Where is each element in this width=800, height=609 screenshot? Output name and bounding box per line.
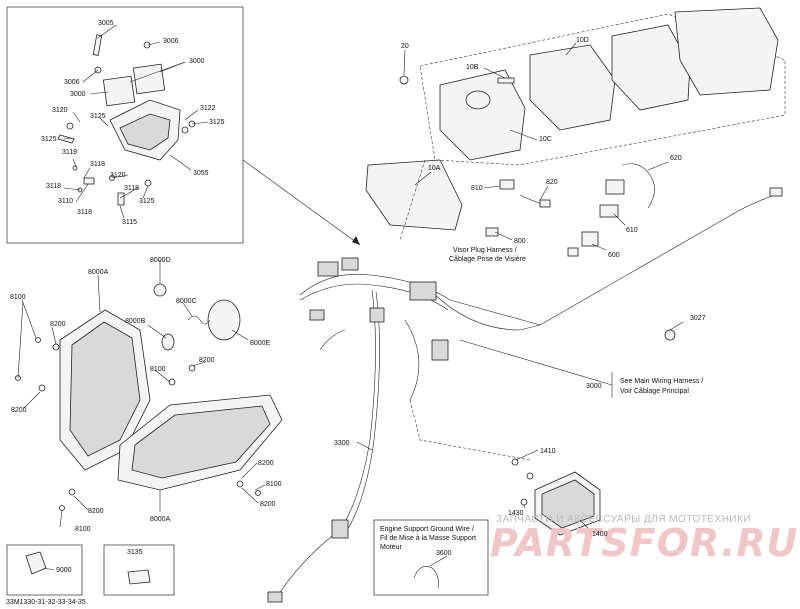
part-label: 3115 [122, 219, 137, 226]
part-label: 810 [471, 185, 483, 192]
relay-assembly-drawing [57, 34, 196, 206]
part-label: 8200 [11, 407, 27, 414]
part-label: 8000C [176, 298, 197, 305]
part-label: 10C [539, 136, 552, 143]
part-label: 3000 [586, 383, 602, 390]
part-3135-fuse [127, 569, 151, 585]
part-label: 8100 [266, 481, 282, 488]
headlamp-drawing [15, 283, 283, 511]
visor-plug-note-line2: Câblage Prise de Visière [449, 256, 526, 263]
part-label: 1430 [508, 510, 524, 517]
part-label: 610 [626, 227, 638, 234]
part-9000-leader [43, 567, 55, 571]
part-label: 3125 [41, 136, 57, 143]
ground-wire-note-line2: Fil de Mise à la Masse Support [380, 535, 476, 542]
ground-wire-note-line1: Engine Support Ground Wire / [380, 526, 474, 533]
part-3135-box [103, 544, 175, 596]
part-label: 10D [576, 37, 589, 44]
relay-leader-lines [63, 24, 209, 219]
cluster-drawing [365, 7, 779, 231]
part-label: 3118 [46, 183, 61, 190]
part-label: 3005 [98, 20, 114, 27]
part-label: 8000A [88, 269, 109, 276]
part-label: 3600 [436, 550, 452, 557]
part-label: 3300 [334, 440, 350, 447]
regulator-drawing [511, 458, 601, 536]
part-label: 8200 [258, 460, 274, 467]
watermark-logo: PARTSFOR.RU [490, 521, 798, 565]
part-label: 3118 [90, 161, 105, 168]
part-label: 600 [608, 252, 620, 259]
part-label: 8200 [199, 357, 215, 364]
part-label: 3006 [163, 38, 179, 45]
part-label: 8200 [88, 508, 104, 515]
visor-harness-drawing [485, 163, 655, 257]
part-label: 20 [401, 43, 409, 50]
main-harness-drawing [267, 257, 541, 603]
part-label: 3119 [62, 149, 77, 156]
headlamp-leader-lines [21, 260, 266, 528]
part-label: 3125 [90, 113, 106, 120]
part-label: 3118 [124, 185, 139, 192]
part-label: 3120 [52, 107, 68, 114]
part-label: 8200 [260, 501, 276, 508]
part-label: 3118 [77, 209, 92, 216]
part-label: 3122 [200, 105, 216, 112]
ground-wire-note-box [373, 519, 489, 596]
part-label: 800 [514, 238, 526, 245]
watermark-tagline: ЗАПЧАСТИ И АКСЕССУАРЫ ДЛЯ МОТОТЕХНИКИ [496, 514, 751, 525]
part-label: 3027 [690, 315, 706, 322]
visor-plug-note-line1: Visor Plug Harness / [453, 247, 517, 254]
part-label: 8000E [250, 340, 271, 347]
part-label: 3125 [209, 119, 225, 126]
part-label: 8000A [150, 516, 171, 523]
part-label: 8000B [125, 318, 146, 325]
part-label: 3055 [193, 170, 209, 177]
part-label: 620 [670, 155, 682, 162]
part-label: 8100 [75, 526, 91, 533]
ground-cable [539, 194, 776, 326]
diagram-code: 33M1330-31-32-33-34-35 [6, 599, 86, 606]
part-label: 1400 [592, 531, 608, 538]
part-label: 3006 [64, 79, 80, 86]
part-3027-oring [664, 329, 676, 341]
part-label: 10A [428, 165, 441, 172]
cluster-leader-lines [399, 42, 577, 241]
part-labels: 3005 3006 3000 3006 3000 3120 3125 3122 … [10, 20, 706, 574]
part-label: 10B [466, 64, 479, 71]
relay-inset-box [6, 6, 244, 244]
part-label: 3000 [189, 58, 205, 65]
part-label: 8000D [150, 257, 171, 264]
part-3600-wire [413, 566, 439, 589]
main-wiring-note-line1: See Main Wiring Harness / [620, 378, 703, 385]
part-3600-leader [429, 555, 448, 567]
part-label: 3125 [139, 198, 155, 205]
visor-leader-lines [483, 161, 669, 251]
part-label: 9000 [56, 567, 72, 574]
inset-pointer-arrow [242, 159, 361, 246]
part-label: 3135 [127, 549, 143, 556]
part-label: 3110 [58, 198, 73, 205]
main-wiring-note-line2: Voir Câblage Principal [620, 388, 689, 395]
part-9000-box [6, 544, 83, 596]
part-label: 3000 [70, 91, 86, 98]
main-leader-lines [356, 321, 684, 461]
inset-pointer-arrowhead [352, 236, 360, 245]
part-label: 8100 [150, 366, 166, 373]
part-label: 8200 [50, 321, 66, 328]
regulator-leader-lines [515, 449, 591, 531]
part-label: 820 [546, 179, 558, 186]
part-9000-gasket [25, 551, 47, 575]
part-label: 3120 [110, 172, 126, 179]
part-label: 1410 [540, 448, 556, 455]
ground-wire-note-line3: Moteur [380, 544, 402, 551]
ground-cable-end [769, 187, 783, 197]
part-label: 8100 [10, 294, 26, 301]
